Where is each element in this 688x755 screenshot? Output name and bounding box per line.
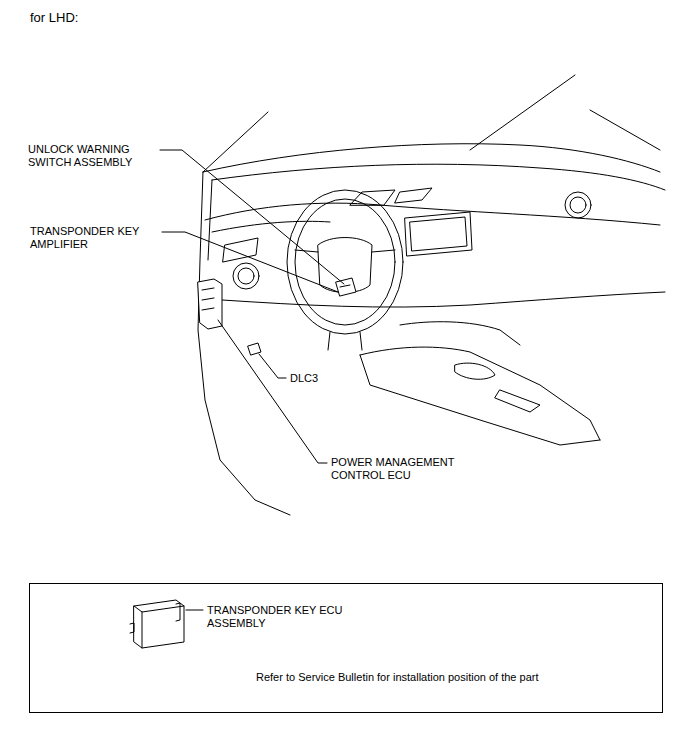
leader-line — [218, 320, 327, 463]
center-display — [410, 217, 467, 251]
leader-line — [160, 150, 344, 284]
side-panel — [208, 180, 212, 260]
part-label: DLC3 — [289, 372, 319, 385]
dash-face — [212, 221, 330, 232]
center-console — [360, 355, 600, 445]
note-text: Refer to Service Bulletin for installati… — [255, 671, 539, 684]
dlc3-part — [248, 343, 261, 355]
steering-wheel — [287, 190, 403, 334]
center-console — [400, 322, 520, 345]
ecu-icon — [134, 606, 184, 648]
part-label: UNLOCK WARNING SWITCH ASSEMBLY — [27, 143, 154, 169]
ecu-icon — [130, 603, 180, 633]
defroster — [395, 188, 432, 203]
leader-line — [259, 354, 286, 378]
a-pillar — [470, 75, 575, 150]
diagram-title: for LHD: — [29, 10, 79, 26]
center-console — [495, 390, 540, 412]
part-label: POWER MANAGEMENT CONTROL ECU — [330, 456, 477, 482]
ecu-part — [198, 279, 222, 329]
a-pillar — [203, 112, 268, 172]
key-cylinder — [340, 285, 350, 287]
right-pillar — [590, 110, 660, 150]
center-display — [405, 212, 472, 256]
defroster — [350, 190, 395, 205]
steering-wheel — [295, 199, 395, 325]
air-vent — [565, 192, 591, 218]
steering-column — [328, 332, 362, 350]
leader-line — [186, 610, 203, 611]
air-vent — [238, 268, 254, 284]
dash-face — [205, 203, 660, 225]
air-vent — [233, 263, 259, 289]
shift-lever — [455, 363, 495, 379]
ecu-icon — [134, 600, 184, 648]
steering-spoke — [295, 250, 395, 252]
note-box: TRANSPONDER KEY ECU ASSEMBLY Refer to Ser… — [29, 583, 663, 713]
leader-line — [162, 232, 338, 292]
dash-top — [203, 144, 660, 172]
dash-lower — [222, 292, 665, 307]
part-label: TRANSPONDER KEY AMPLIFIER — [29, 225, 159, 251]
key-cylinder — [336, 278, 356, 296]
dash-top — [212, 164, 665, 190]
part-label: TRANSPONDER KEY ECU ASSEMBLY — [206, 604, 358, 630]
side-panel — [198, 172, 290, 515]
ecu-part — [202, 288, 214, 310]
air-vent — [570, 197, 586, 213]
